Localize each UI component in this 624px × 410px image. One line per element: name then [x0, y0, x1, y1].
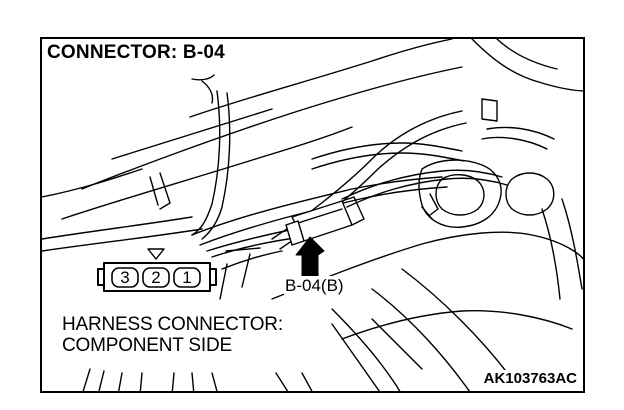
- pin-3-label: 3: [120, 268, 130, 287]
- caption-line-1: HARNESS CONNECTOR:: [62, 314, 283, 335]
- callout-arrow: [225, 236, 325, 278]
- engine-components: [418, 98, 583, 300]
- pin-2-label: 2: [151, 268, 161, 287]
- connector-callout-label: B-04(B): [284, 276, 345, 296]
- caption-line-2: COMPONENT SIDE: [62, 335, 232, 356]
- leader-lines: [82, 253, 423, 391]
- intake-duct: [271, 231, 583, 391]
- connector-b04-body: [285, 196, 365, 246]
- pin-labels: 3 2 1: [112, 268, 200, 287]
- connector-title: CONNECTOR: B-04: [47, 42, 228, 65]
- engine-bay-illustration: [42, 39, 583, 391]
- diagram-frame: CONNECTOR: B-04 3 2 1 B-04(B) HARNESS CO…: [40, 37, 585, 393]
- pin-1-label: 1: [182, 268, 192, 287]
- pipe-bracket: [149, 74, 231, 240]
- wire-harness: [42, 110, 508, 270]
- figure-code: AK103763AC: [481, 370, 577, 387]
- engine-cover-lines: [42, 39, 583, 220]
- view-caption: HARNESS CONNECTOR: COMPONENT SIDE: [62, 314, 283, 356]
- pin-face-connector: [97, 248, 217, 292]
